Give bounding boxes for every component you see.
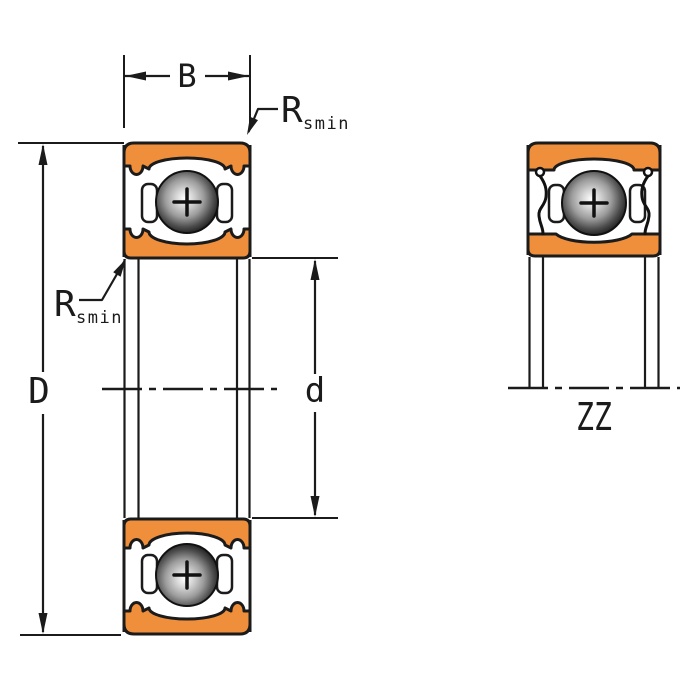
d-bore-arrow-up-icon: [310, 259, 320, 280]
bore-silhouette-right: [528, 257, 660, 388]
zz-shield-anchor-left-icon: [534, 166, 546, 178]
label-rsmin-bottom-subscript: smin: [76, 308, 123, 328]
rsmin-top-arrow-icon: [247, 116, 258, 135]
callout-rsmin-top: R smin: [247, 90, 350, 135]
rsmin-bottom-arrow-icon: [113, 259, 126, 277]
zz-inner-ring-section: [526, 232, 662, 258]
dimension-B: B: [123, 55, 251, 128]
zz-shield-right: [640, 174, 651, 236]
label-rsmin-top-symbol: R: [281, 90, 303, 131]
dimension-d: d: [252, 257, 338, 519]
d-outer-arrow-up-icon: [38, 144, 48, 165]
label-outer-diameter-D: D: [28, 371, 50, 412]
label-rsmin-bottom-symbol: R: [54, 284, 76, 325]
bearing-upper-half-section: [122, 141, 252, 260]
label-rsmin-top-subscript: smin: [303, 114, 350, 134]
b-arrow-left-icon: [125, 71, 146, 81]
rsmin-bottom-leader: [79, 260, 126, 302]
bearing-lower-half-section: [122, 517, 252, 636]
d-outer-arrow-down-icon: [38, 613, 48, 634]
label-width-B: B: [177, 57, 196, 95]
b-arrow-right-icon: [228, 71, 249, 81]
label-bore-diameter-d: d: [305, 371, 325, 411]
d-bore-arrow-down-icon: [310, 496, 320, 517]
zz-bearing-half-section: [526, 141, 662, 258]
zz-ball-center-cross-icon: [579, 188, 609, 218]
dimension-D: D: [18, 142, 124, 636]
zz-outer-ring-section: [526, 141, 662, 172]
bore-silhouette-left: [123, 259, 251, 518]
label-shield-variant-ZZ: ZZ: [576, 395, 612, 439]
zz-shield-anchor-right-icon: [642, 166, 654, 178]
callout-rsmin-bottom: R smin: [54, 259, 126, 328]
zz-shield-left: [537, 174, 548, 236]
